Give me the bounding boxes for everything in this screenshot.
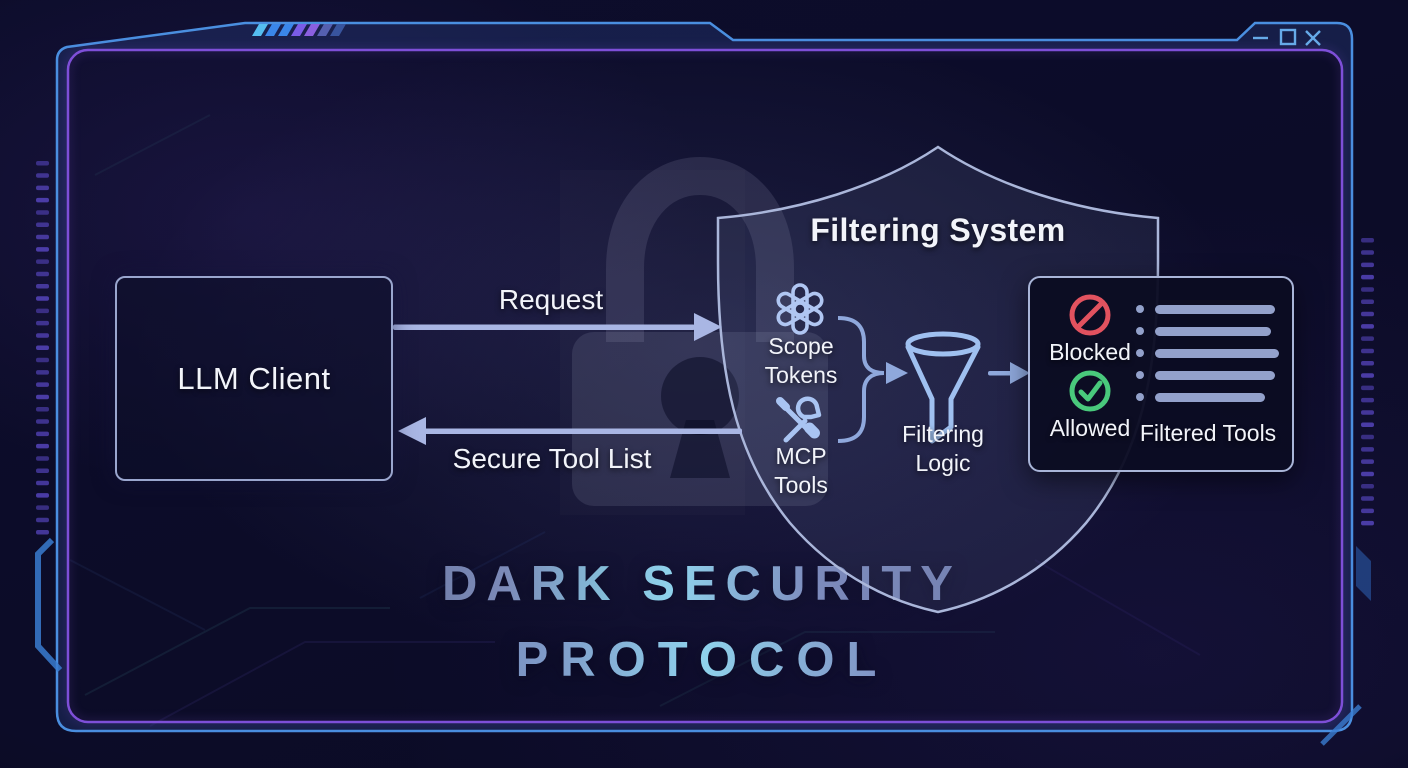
tool-bar xyxy=(1155,370,1275,380)
request-arrow xyxy=(393,313,722,341)
mcp-tools-label: MCP Tools xyxy=(774,443,828,498)
tool-bullet-dot xyxy=(1136,305,1144,313)
allowed-label: Allowed xyxy=(1049,415,1131,441)
tool-list-column: Filtered Tools xyxy=(1136,290,1280,462)
bottom-right-accent-decor xyxy=(1320,704,1362,746)
shield-title: Filtering System xyxy=(810,212,1066,248)
tool-bullet-dot xyxy=(1136,327,1144,335)
right-dash-column-decor xyxy=(1361,238,1374,526)
page-title-line2: PROTOCOL xyxy=(352,632,1052,688)
no-entry-icon xyxy=(1069,294,1111,336)
llm-client-label: LLM Client xyxy=(177,360,331,396)
response-arrow xyxy=(398,417,742,445)
blocked-label: Blocked xyxy=(1049,339,1131,365)
tool-list-row xyxy=(1136,386,1280,408)
wrench-screwdriver-icon xyxy=(776,396,822,443)
tool-bar xyxy=(1155,326,1271,336)
bottom-left-bracket-decor xyxy=(35,537,63,673)
allowed-status: Allowed xyxy=(1049,368,1131,442)
funnel-output-arrow xyxy=(988,362,1030,384)
frame-inner-line xyxy=(66,48,1344,724)
merge-connector-arrow xyxy=(837,316,908,443)
tool-list-row xyxy=(1136,298,1280,320)
right-edge-tab-decor xyxy=(1356,546,1371,601)
llm-client-node: LLM Client xyxy=(115,276,393,481)
filtered-tools-label: Filtered Tools xyxy=(1139,420,1277,446)
tool-list xyxy=(1136,298,1280,408)
frame-outer-line xyxy=(55,21,1354,733)
status-column: Blocked Allowed xyxy=(1044,290,1136,462)
openai-logo-icon xyxy=(776,283,824,335)
tool-bar xyxy=(1155,304,1275,314)
page-title-line1: DARK SECURITY xyxy=(352,556,1052,612)
shield-shape xyxy=(716,145,1160,614)
funnel-icon xyxy=(905,331,981,444)
tool-list-row xyxy=(1136,364,1280,386)
tool-list-row xyxy=(1136,320,1280,342)
tool-bar xyxy=(1155,348,1279,358)
hatch-stripes-decor xyxy=(252,24,346,36)
minimize-button[interactable] xyxy=(1248,26,1272,48)
left-dash-column-decor xyxy=(36,161,49,535)
close-button[interactable] xyxy=(1301,26,1325,48)
tool-bullet-dot xyxy=(1136,349,1144,357)
request-label: Request xyxy=(498,284,604,315)
filtering-logic-label: Filtering Logic xyxy=(902,421,984,476)
check-circle-icon xyxy=(1069,370,1111,412)
tool-bullet-dot xyxy=(1136,371,1144,379)
tool-bar xyxy=(1155,392,1265,402)
filtered-tools-panel: Blocked Allowed Filtered Tools xyxy=(1028,276,1294,472)
tool-bullet-dot xyxy=(1136,393,1144,401)
maximize-button[interactable] xyxy=(1276,26,1300,48)
response-label: Secure Tool List xyxy=(452,443,652,474)
blocked-status: Blocked xyxy=(1049,292,1131,366)
scope-tokens-label: Scope Tokens xyxy=(764,333,838,388)
tool-list-row xyxy=(1136,342,1280,364)
